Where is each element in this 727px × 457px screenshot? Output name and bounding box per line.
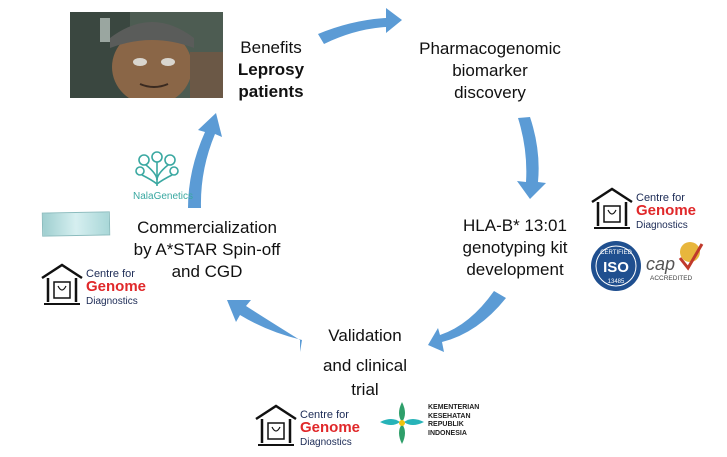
kem-line3: REPUBLIK [428, 421, 464, 428]
cgd-bottom-line3: Diagnostics [300, 437, 352, 448]
cgd-house-icon [41, 263, 83, 305]
kemenkes-text: KEMENTERIAN KESEHATAN REPUBLIK INDONESIA [428, 404, 479, 438]
iso-top-text: CERTIFIED [600, 250, 632, 256]
discovery-line1: Pharmacogenomic [419, 39, 561, 58]
cgd-logo-bottom: Centre for Genome Diagnostics [254, 403, 374, 451]
cap-accredited-icon: cap ACCREDITED [646, 242, 704, 282]
validation-line2: and clinical [322, 356, 408, 375]
cgd-logo-left: Centre for Genome Diagnostics [40, 262, 160, 310]
cgd-house-icon [591, 187, 633, 229]
kemenkes-logo-icon [380, 402, 424, 444]
commercial-line1: Commercialization [137, 218, 277, 237]
commercial-line2: by A*STAR Spin-off [133, 240, 281, 259]
patient-photo [70, 12, 223, 98]
nala-logo-text: NalaGenetics [133, 191, 194, 202]
cgd-logo-right: Centre for Genome Diagnostics [590, 186, 710, 234]
cgd-right-line2: Genome [636, 202, 697, 219]
step-benefits: Benefits Leprosy patients [226, 37, 316, 103]
cap-sub-text: ACCREDITED [650, 275, 693, 282]
step-discovery: Pharmacogenomic biomarker discovery [400, 38, 580, 104]
arrow-to-commercial [227, 300, 302, 352]
arrow-to-validation [428, 291, 506, 352]
discovery-line2: biomarker [452, 61, 528, 80]
benefits-line2: Leprosy [237, 60, 305, 79]
validation-line3: trial [351, 380, 379, 399]
cgd-right-line1: Centre for [636, 192, 685, 204]
commercial-line3: and CGD [171, 262, 243, 281]
patient-face-illustration [70, 12, 223, 98]
cgd-bottom-line1: Centre for [300, 409, 349, 421]
step-kit-development: HLA-B* 13:01 genotyping kit development [440, 215, 590, 281]
arrow-to-discovery [318, 8, 402, 44]
cgd-bottom-line2: Genome [300, 419, 361, 436]
cgd-left-line2: Genome [86, 278, 147, 295]
iso-mid-text: ISO [603, 259, 629, 276]
kit-line1: HLA-B* 13:01 [463, 216, 567, 235]
kem-line1: KEMENTERIAN [428, 404, 480, 411]
validation-line1: Validation [328, 326, 402, 345]
kit-line2: genotyping kit [462, 238, 568, 257]
kit-line3: development [466, 260, 564, 279]
discovery-line3: discovery [454, 83, 526, 102]
iso-13485-badge-icon: CERTIFIED ISO 13485 [591, 241, 641, 291]
step-validation: Validation and clinical trial [300, 324, 430, 402]
iso-num-text: 13485 [608, 279, 625, 285]
step-commercialization: Commercialization by A*STAR Spin-off and… [118, 217, 296, 283]
cgd-left-line1: Centre for [86, 268, 135, 280]
cgd-left-line3: Diagnostics [86, 296, 138, 307]
genotyping-kit-image [41, 211, 111, 237]
cap-main-text: cap [646, 254, 675, 274]
cgd-right-line3: Diagnostics [636, 220, 688, 231]
arrow-to-kit [517, 117, 546, 199]
nala-tree-icon [135, 151, 179, 186]
arrow-to-benefits [188, 113, 222, 208]
kem-line2: KESEHATAN [428, 412, 471, 420]
benefits-line1: Benefits [240, 38, 302, 57]
kem-line4: INDONESIA [428, 429, 467, 437]
benefits-line3: patients [238, 82, 304, 101]
cgd-house-icon [255, 404, 297, 446]
